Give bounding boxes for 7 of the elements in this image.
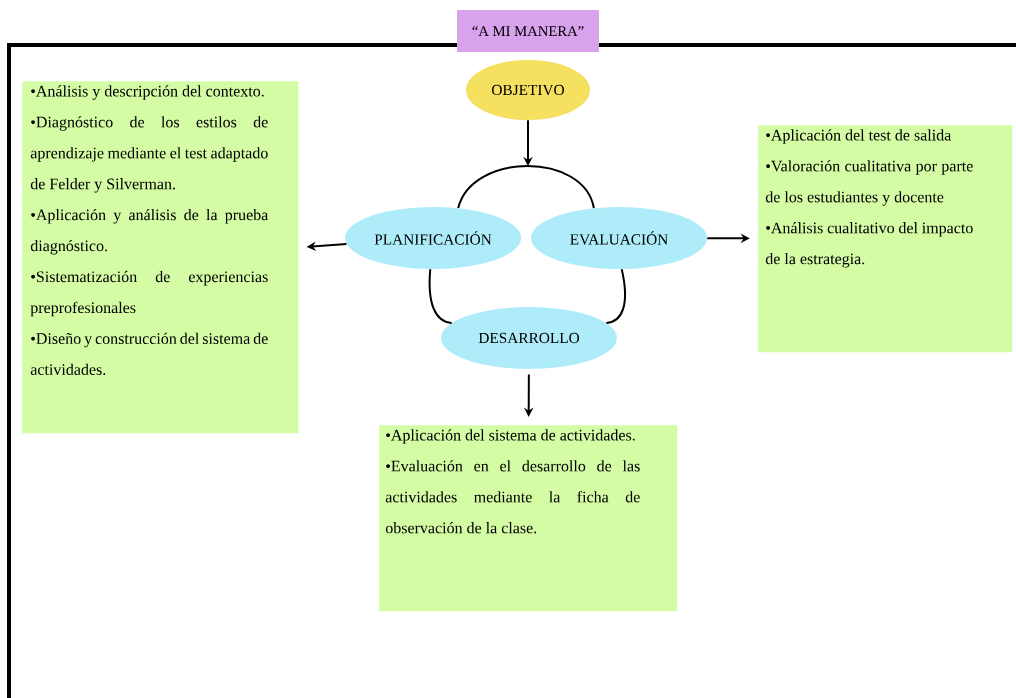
activity-box: •Aplicación del test de salida •Valoración cualitativa por parte de los estudiantes y docente •Análisis cualitativo del impacto de la estrategia.	[758, 125, 1013, 353]
connector-curve	[428, 268, 453, 324]
activity-box: •Aplicación del sistema de actividades. •Evaluación en el desarrollo de las actividades mediante la ficha de observación de la clase.	[379, 425, 678, 612]
connector-curve	[457, 165, 595, 209]
connector-curve	[605, 268, 627, 324]
title-box: “A MI MANERA”	[457, 10, 599, 52]
activity-box: •Análisis y descripción del contexto. •Diagnóstico de los estilos de aprendizaje mediante el test adaptado de Felder y Silverman. •Aplicación y análisis de la prueba diagnóstico. •Sistematización de experiencias preprofesionales •Diseño y construcción del sistema de actividades.	[22, 81, 299, 434]
